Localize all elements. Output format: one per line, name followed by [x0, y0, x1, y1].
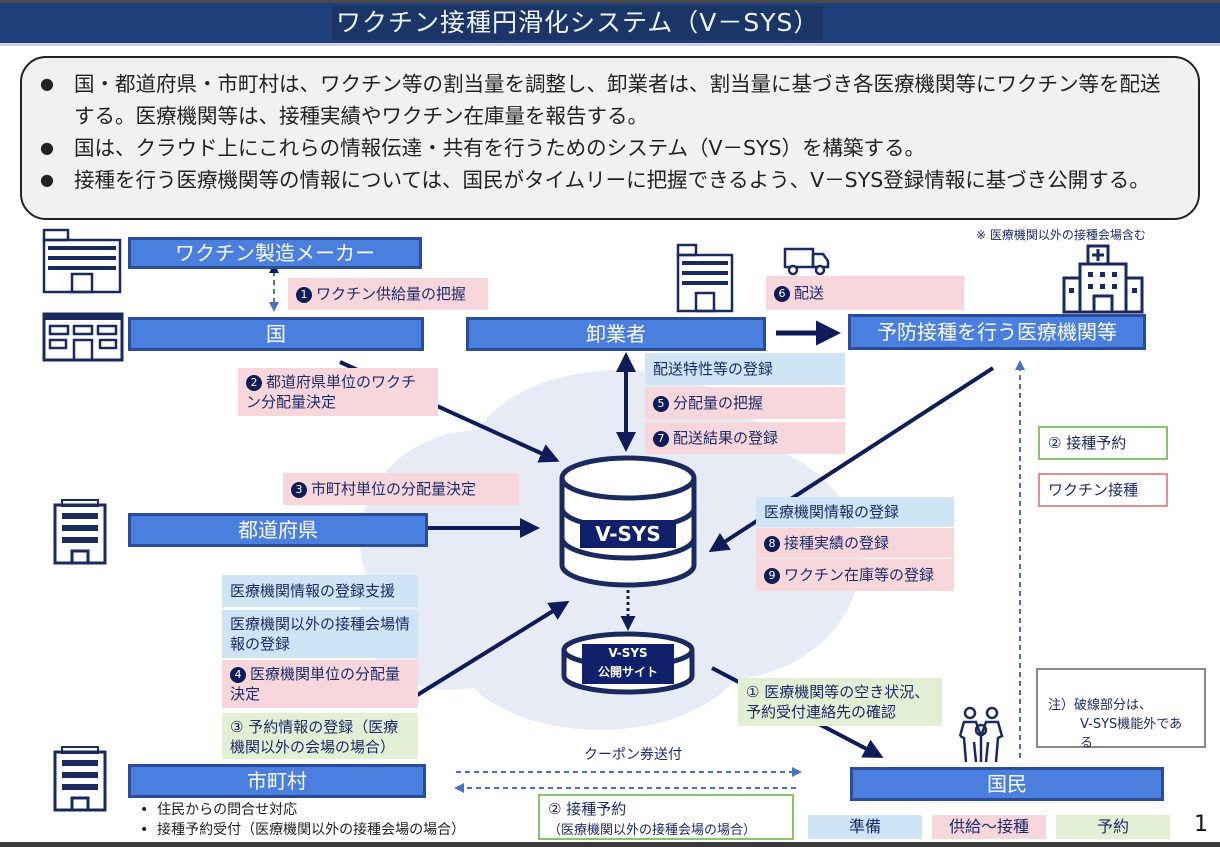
truck-icon [783, 246, 831, 276]
reservation-1-label: ① 医療機関等の空き状況、予約受付連絡先の確認 [738, 678, 942, 726]
prefecture-building-icon [52, 497, 108, 565]
legend-reservation: 予約 [1056, 815, 1170, 839]
duty-item: • 接種予約受付（医療機関以外の接種会場の場合） [140, 822, 466, 838]
entity-prefecture: 都道府県 [128, 513, 428, 547]
coupon-label: クーポン券送付 [584, 747, 682, 763]
vaccination-label: ワクチン接種 [1038, 473, 1168, 507]
municipality-duties: • 住民からの問合せ対応 • 接種予約受付（医療機関以外の接種会場の場合） [140, 800, 465, 840]
page-title: ワクチン接種円滑化システム（V－SYS） [332, 6, 824, 40]
factory-building-icon [42, 228, 122, 294]
wholesaler-building-icon [676, 243, 736, 313]
family-icon [956, 706, 1006, 764]
delivery-traits-label: 配送特性等の登録 [645, 353, 845, 385]
entity-wholesaler: 卸業者 [466, 317, 766, 351]
reservation-3-label: ③ 予約情報の登録（医療機関以外の会場の場合） [222, 713, 418, 759]
entity-vaccine-maker: ワクチン製造メーカー [128, 237, 422, 269]
reservation-2-right-label: ② 接種予約 [1038, 426, 1168, 460]
venue-info-label: 医療機関以外の接種会場情報の登録 [222, 610, 418, 658]
entity-municipality: 市町村 [128, 764, 426, 798]
public-site-label: V-SYS 公開サイト [582, 644, 674, 684]
municipality-vsys-arrow [404, 600, 570, 704]
summary-bullet: ●接種を行う医療機関等の情報については、国民がタイムリーに把握できるよう、V－S… [40, 168, 1150, 192]
summary-bullet: ●国は、クラウド上にこれらの情報伝達・共有を行うためのシステム（V－SYS）を構… [40, 136, 926, 160]
summary-bullet: ●国・都道府県・市町村は、ワクチン等の割当量を調整し、卸業者は、割当量に基づき各… [40, 72, 1161, 128]
legend-prep: 準備 [808, 815, 922, 839]
vsys-label: V-SYS [580, 520, 676, 548]
municipality-building-icon [52, 744, 108, 812]
bottom-bar [0, 842, 1220, 847]
hospital-icon [1062, 244, 1146, 314]
legend-supply: 供給～接種 [932, 815, 1046, 839]
duty-item: • 住民からの問合せ対応 [140, 802, 298, 818]
government-building-icon [42, 312, 124, 362]
page-number: 1 [1194, 812, 1208, 837]
medical-info-label: 医療機関情報の登録 [756, 497, 954, 527]
entity-citizen: 国民 [850, 767, 1164, 801]
medical-info-support-label: 医療機関情報の登録支援 [222, 575, 418, 607]
entity-national-government: 国 [128, 317, 424, 351]
summary-box: ●国・都道府県・市町村は、ワクチン等の割当量を調整し、卸業者は、割当量に基づき各… [20, 56, 1200, 220]
dashed-line-note: 注）破線部分は、 V-SYS機能外である [1036, 668, 1206, 751]
reservation-2-bottom-label: ② 接種予約 （医療機関以外の接種会場の場合） [538, 794, 794, 840]
entity-medical-institution: 予防接種を行う医療機関等 [848, 314, 1146, 350]
venue-note: ※ 医療機関以外の接種会場含む [976, 228, 1146, 242]
